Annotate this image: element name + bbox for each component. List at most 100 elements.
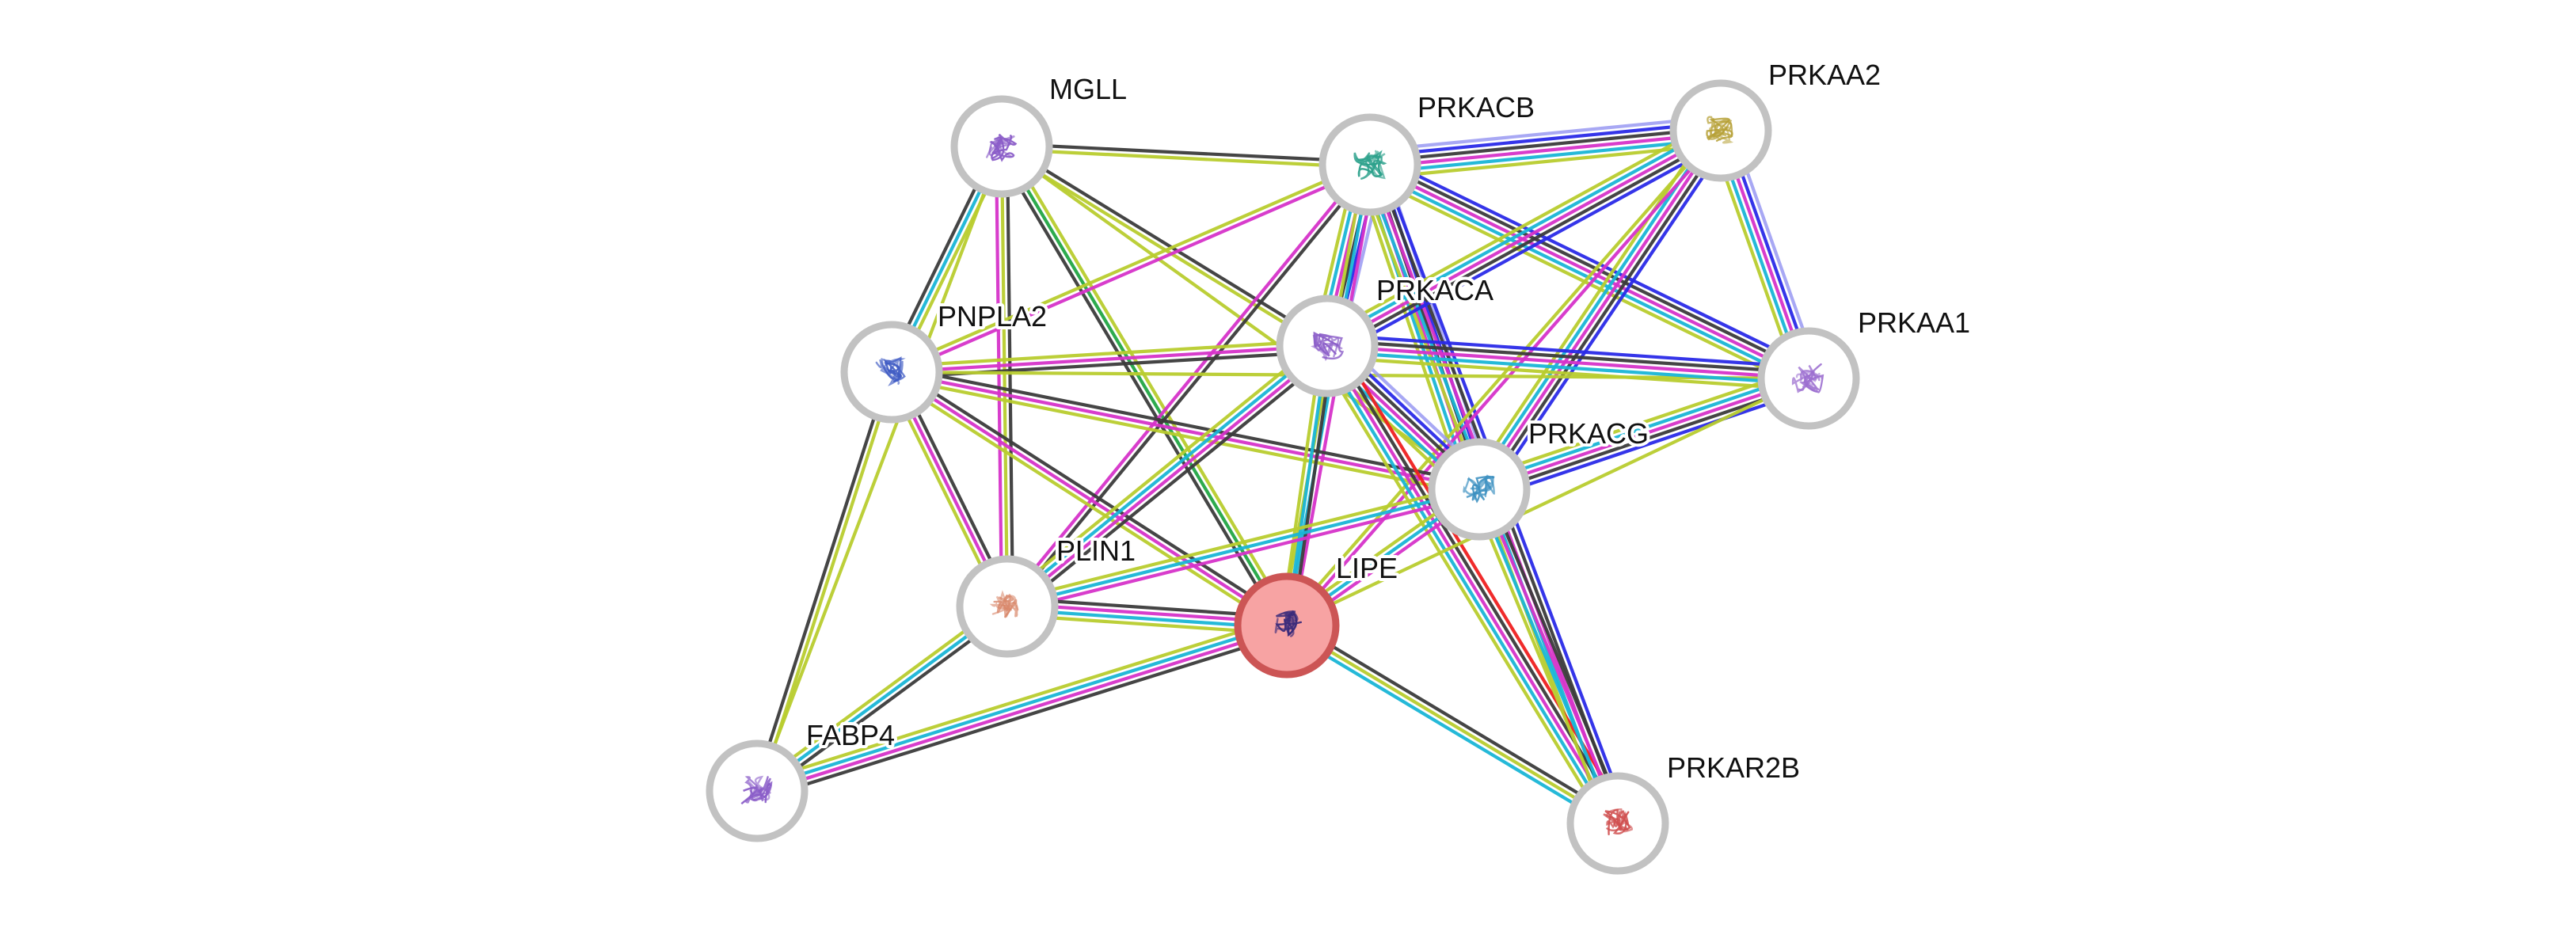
edge-line-textmining: [758, 372, 896, 793]
edge-prkacg-plin1[interactable]: [1005, 482, 1482, 614]
edge-line-coexpression: [752, 371, 891, 791]
edge-prkaca-prkaa1[interactable]: [1326, 333, 1810, 392]
edge-line-neighborhood: [1486, 135, 1732, 496]
protein-structure-strand: [883, 356, 906, 382]
edge-line-experiments: [1007, 347, 1330, 610]
node-prkar2b[interactable]: PRKAR2B: [1566, 748, 1803, 875]
edge-mgll-prkaca[interactable]: [999, 143, 1330, 350]
protein-structure-icon: [1463, 474, 1495, 504]
node-pnpla2[interactable]: PNPLA2: [840, 297, 1050, 424]
node-plin1[interactable]: PLIN1: [956, 531, 1139, 658]
edge-prkacb-prkaa2[interactable]: [1368, 115, 1722, 181]
edge-line-database: [1326, 349, 1809, 386]
node-fabp4[interactable]: FABP4: [706, 716, 898, 842]
protein-structure-icon: [1353, 150, 1387, 181]
edge-line-coexpression: [995, 148, 1284, 629]
edge-pnpla2-prkacg[interactable]: [890, 365, 1481, 496]
edge-line-coexpression: [1011, 351, 1334, 614]
edge-line-textmining: [1316, 351, 1610, 831]
node-prkaa1[interactable]: PRKAA1: [1757, 303, 1973, 430]
edge-line-coexpression: [1005, 146, 1015, 606]
edge-prkacb-pnpla2[interactable]: [889, 160, 1372, 377]
node-label: PLIN1: [1056, 534, 1136, 567]
edge-line-coexpression: [1327, 338, 1809, 375]
edge-lipe-prkar2b[interactable]: [1283, 619, 1622, 830]
protein-structure-icon: [740, 775, 773, 805]
protein-structure-strand: [1798, 364, 1818, 393]
protein-structure-strand: [1313, 331, 1339, 357]
edge-mgll-plin1[interactable]: [994, 146, 1015, 607]
protein-structure-strand: [1317, 333, 1344, 359]
edge-line-textmining: [1321, 119, 1717, 338]
edge-line-coexpression: [1288, 619, 1622, 820]
node-prkacg[interactable]: PRKACG: [1428, 414, 1652, 541]
edge-line-textmining: [999, 147, 1327, 350]
protein-structure-icon: [1274, 610, 1302, 637]
edge-line-database: [755, 621, 1287, 790]
edge-line-textmining: [890, 375, 1479, 496]
protein-structure-icon: [989, 590, 1019, 618]
node-mgll[interactable]: MGLL: [950, 70, 1130, 198]
edge-line-textmining: [754, 615, 1285, 785]
protein-structure-icon: [875, 356, 906, 386]
edge-line-coexpression: [1002, 142, 1371, 164]
edge-line-coexpression: [892, 365, 1481, 486]
edge-line-textmining: [1001, 338, 1323, 602]
edge-line-textmining: [1286, 377, 1809, 627]
protein-structure-icon: [986, 133, 1018, 162]
node-prkacb[interactable]: PRKACB: [1318, 88, 1538, 216]
node-label: MGLL: [1049, 73, 1127, 105]
edge-prkaca-plin1[interactable]: [1001, 338, 1334, 614]
edge-pnpla2-fabp4[interactable]: [752, 371, 896, 793]
edge-mgll-fabp4[interactable]: [755, 146, 1003, 792]
node-label: PRKAA2: [1768, 59, 1881, 91]
edge-line-coexpression: [1008, 165, 1374, 610]
edge-line-coexpression: [1369, 126, 1721, 164]
edge-prkaa1-lipe[interactable]: [1286, 377, 1809, 627]
node-label: PRKACG: [1528, 417, 1649, 450]
edge-line-neighborhood: [1482, 387, 1813, 502]
node-label: PRKACB: [1417, 91, 1535, 124]
edge-mgll-prkacb[interactable]: [1001, 142, 1371, 169]
edge-line-coexpression: [1372, 158, 1813, 375]
node-label: LIPE: [1336, 552, 1398, 584]
edge-prkacg-prkar2b[interactable]: [1470, 485, 1627, 827]
edge-line-database: [1366, 168, 1807, 386]
edge-line-textmining: [1470, 492, 1612, 827]
node-lipe[interactable]: LIPE: [1234, 549, 1401, 679]
node-prkaca[interactable]: PRKACA: [1276, 271, 1497, 397]
edge-prkacb-plin1[interactable]: [1003, 162, 1374, 610]
edge-pnpla2-lipe[interactable]: [888, 366, 1291, 632]
protein-structure-strand: [740, 782, 772, 805]
edge-line-database: [1321, 348, 1615, 827]
node-prkaa2[interactable]: PRKAA2: [1669, 55, 1884, 182]
edge-line-database: [1323, 124, 1719, 343]
edge-line-experiments: [1478, 129, 1722, 491]
edge-plin1-fabp4[interactable]: [752, 600, 1012, 797]
edge-line-database: [1370, 137, 1722, 175]
node-label: PRKACA: [1376, 274, 1493, 306]
edge-line-database: [1477, 371, 1808, 486]
edge-line-homology: [1368, 115, 1720, 153]
protein-structure-strand: [1707, 116, 1733, 141]
edge-line-textmining: [1001, 147, 1370, 169]
node-label: PRKAR2B: [1667, 751, 1800, 784]
edge-prkacb-prkaa1[interactable]: [1364, 153, 1815, 390]
edge-line-experiments: [1326, 344, 1809, 381]
edge-prkaa2-prkaca[interactable]: [1321, 119, 1727, 358]
edge-line-experiments: [1326, 344, 1619, 825]
protein-structure-strand: [1357, 162, 1383, 177]
edge-line-textmining: [1285, 624, 1619, 825]
edge-line-experiments: [1370, 131, 1722, 169]
edge-lipe-fabp4[interactable]: [754, 615, 1290, 801]
edge-line-database: [1004, 342, 1327, 606]
edge-line-experiments: [757, 626, 1288, 796]
edge-line-coexpression: [759, 631, 1290, 801]
protein-structure-strand: [995, 590, 1019, 618]
protein-structure-strand: [875, 359, 904, 386]
edge-line-experiments: [994, 146, 1004, 607]
edge-line-experiments: [1008, 492, 1482, 614]
protein-structure-strand: [991, 133, 1018, 162]
edge-line-coexpression: [759, 609, 1012, 797]
